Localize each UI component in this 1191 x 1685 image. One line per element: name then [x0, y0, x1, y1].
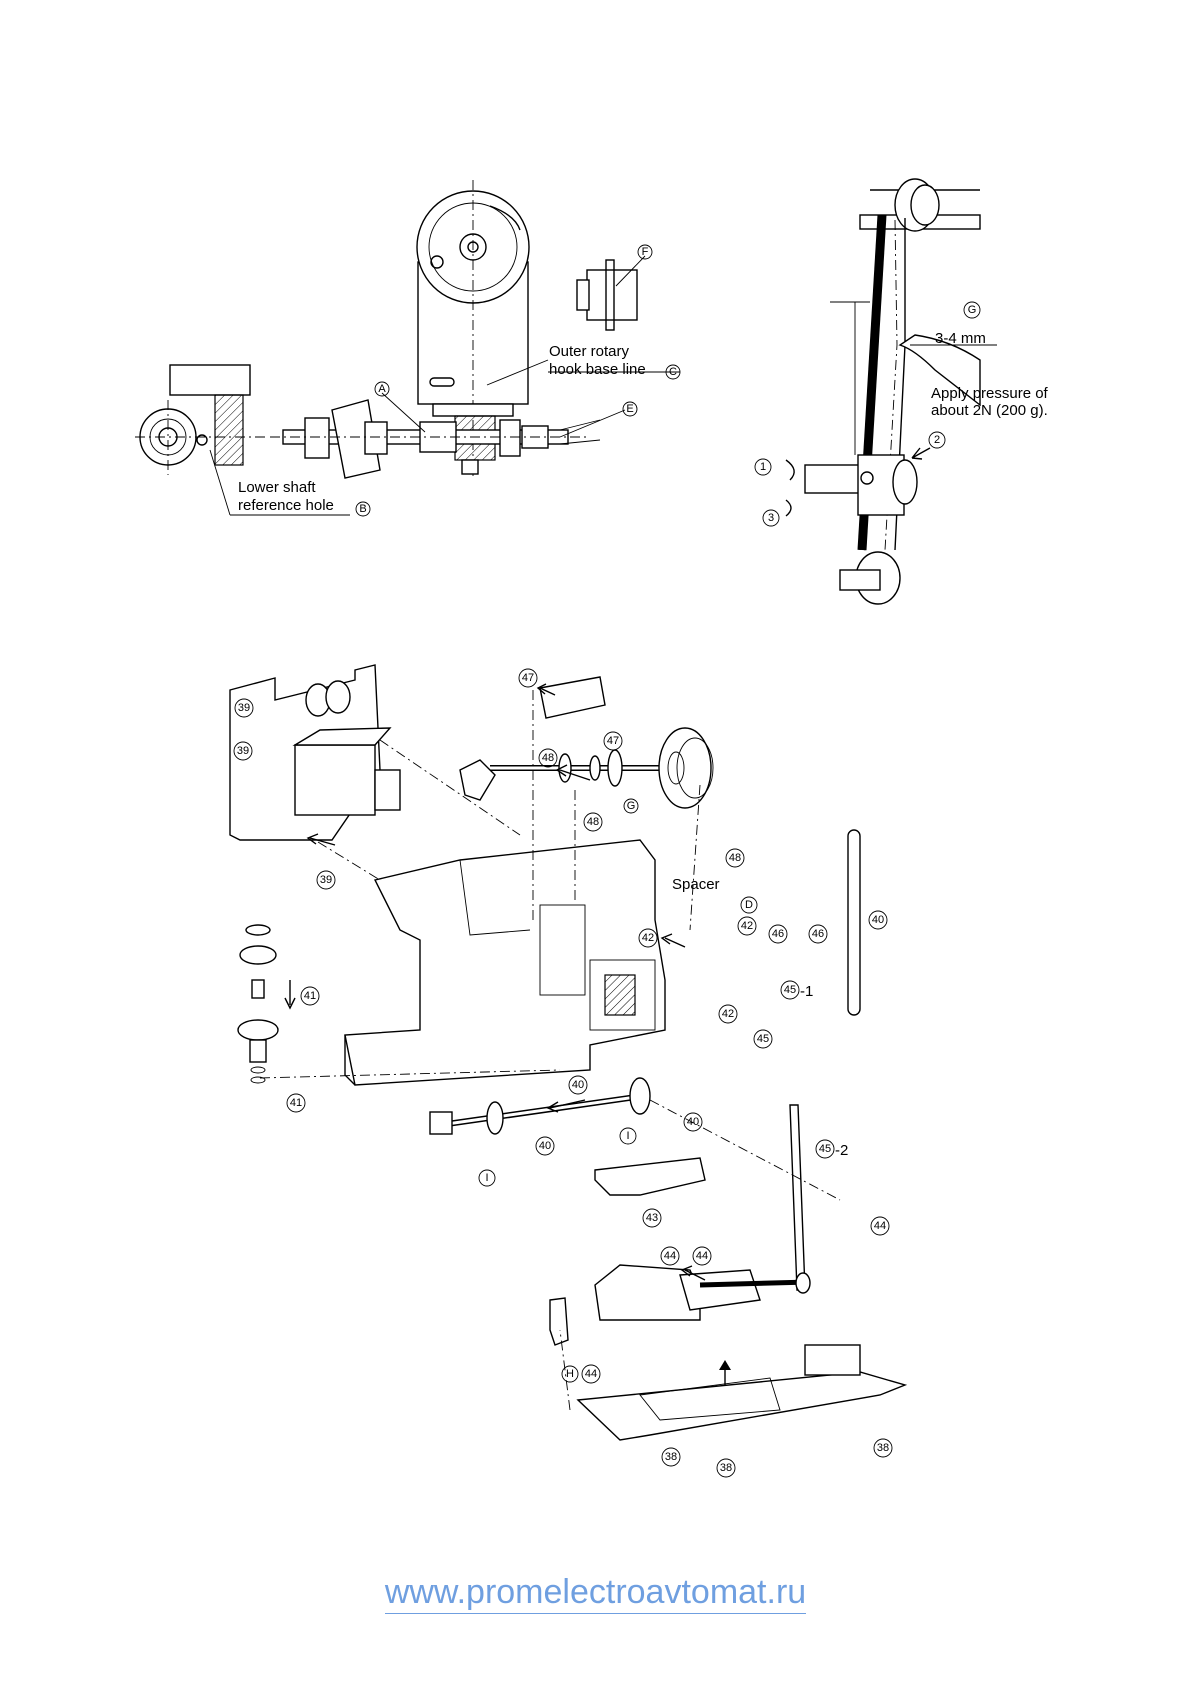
- lower-hook-drawing: [135, 365, 265, 475]
- callout-48-b: 48: [587, 816, 599, 828]
- label-b: B: [359, 503, 366, 515]
- callout-42-b: 42: [642, 932, 654, 944]
- pressure-text-1: Apply pressure of: [931, 385, 1049, 402]
- footer-url-text[interactable]: www.promelectroavtomat.ru: [385, 1573, 806, 1614]
- callout-40-c: 40: [687, 1116, 699, 1128]
- arrow-left-icon: [662, 934, 685, 947]
- label-i-b: I: [485, 1172, 488, 1184]
- label-c: C: [669, 366, 677, 378]
- lower-shaft-text-2: reference hole: [238, 497, 334, 514]
- callout-47-b: 47: [607, 735, 619, 747]
- label-e: E: [626, 403, 633, 415]
- step-3: 3: [768, 512, 774, 524]
- callout-45-2: 45: [819, 1143, 831, 1155]
- callout-45-1: 45: [784, 984, 796, 996]
- main-frame-drawing: [345, 840, 665, 1085]
- label-h: H: [566, 1368, 574, 1380]
- suffix-45-1: -1: [800, 983, 813, 1000]
- arrow-down-icon: [285, 980, 295, 1008]
- callout-41-a: 41: [304, 990, 316, 1002]
- callout-44-a: 44: [874, 1220, 886, 1232]
- outer-rotary-text-2: hook base line: [549, 361, 646, 378]
- hook-assembly-41: [238, 925, 278, 1083]
- lower-shaft-exploded: [430, 1078, 650, 1134]
- gap-text: 3-4 mm: [935, 330, 986, 347]
- exploded-view-figure: 39 39 39 47 47 48 48 48 40 40 40 40 42 4…: [230, 665, 905, 1477]
- step-1: 1: [760, 461, 766, 473]
- watermark-url: www.promelectroavtomat.ru: [0, 1573, 1191, 1612]
- spacer-text: Spacer: [672, 876, 720, 893]
- label-d: D: [745, 899, 753, 911]
- feed-mechanism-drawing: [550, 1265, 810, 1345]
- label-g-belt: G: [968, 304, 977, 316]
- step-2: 2: [934, 434, 940, 446]
- outer-rotary-text-1: Outer rotary: [549, 343, 630, 360]
- label-f: F: [642, 246, 649, 258]
- callout-39-b: 39: [237, 745, 249, 757]
- suffix-45-2: -2: [835, 1142, 848, 1159]
- callout-44-d: 44: [585, 1368, 597, 1380]
- callout-44-b: 44: [664, 1250, 676, 1262]
- lower-shaft-text-1: Lower shaft: [238, 479, 316, 496]
- callout-38-b: 38: [720, 1462, 732, 1474]
- callout-44-c: 44: [696, 1250, 708, 1262]
- callout-47-a: 47: [522, 672, 534, 684]
- callout-42-c: 42: [722, 1008, 734, 1020]
- belt-tension-figure: G 3-4 mm Apply pressure of about 2N (200…: [755, 179, 1049, 604]
- inset-f-drawing: [577, 256, 645, 330]
- upper-shaft-drawing: [460, 728, 713, 808]
- callout-48-c: 48: [729, 852, 741, 864]
- callout-46-b: 46: [812, 928, 824, 940]
- pressure-text-2: about 2N (200 g).: [931, 402, 1048, 419]
- callout-38-c: 38: [877, 1442, 889, 1454]
- label-a: A: [378, 383, 386, 395]
- callout-39-c: 39: [320, 874, 332, 886]
- callout-45: 45: [757, 1033, 769, 1045]
- callout-48-a: 48: [542, 752, 554, 764]
- callout-42-a: 42: [741, 920, 753, 932]
- callout-39-a: 39: [238, 702, 250, 714]
- callout-40-d: 40: [539, 1140, 551, 1152]
- callout-43: 43: [646, 1212, 658, 1224]
- callout-40-b: 40: [572, 1079, 584, 1091]
- callout-38-a: 38: [665, 1451, 677, 1463]
- callout-46-a: 46: [772, 928, 784, 940]
- rotary-hook-alignment-figure: A F C E B Outer rotary hook base line Lo…: [135, 180, 680, 516]
- power-unit-drawing: [230, 665, 400, 840]
- label-i-a: I: [626, 1130, 629, 1142]
- label-g-exploded: G: [627, 800, 636, 812]
- callout-40-a: 40: [872, 914, 884, 926]
- callout-41-b: 41: [290, 1097, 302, 1109]
- bed-plate-drawing: [578, 1345, 905, 1440]
